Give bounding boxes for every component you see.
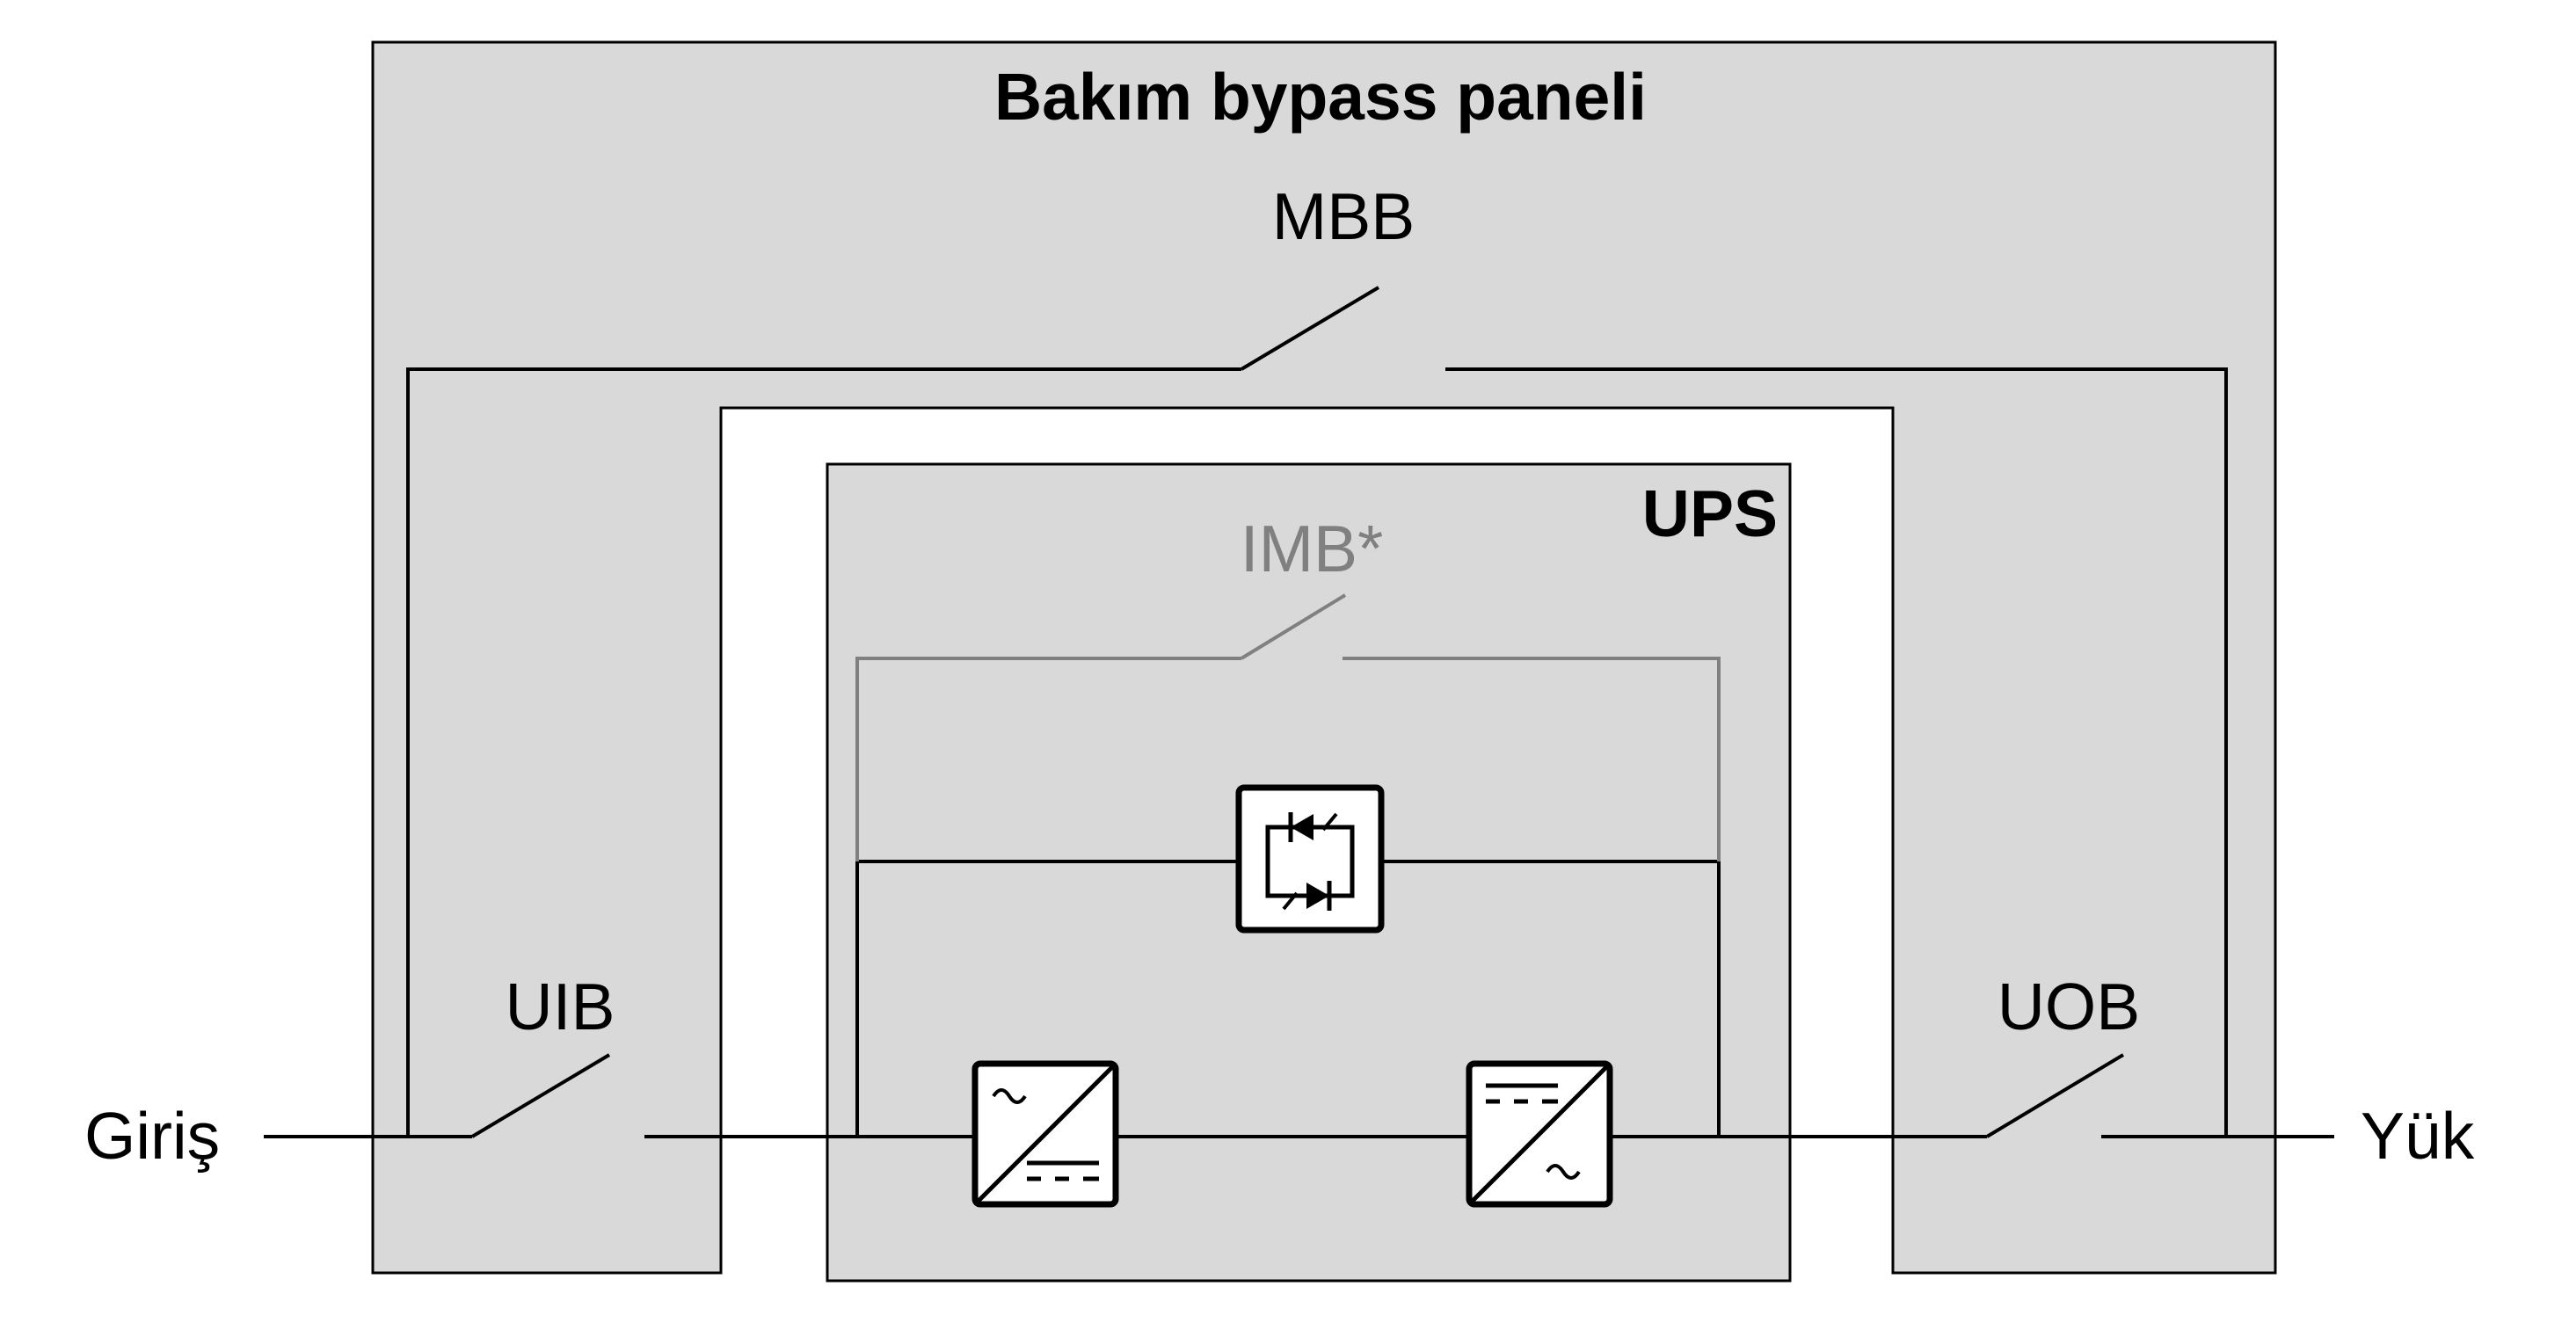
input-label: Giriş <box>84 1099 220 1173</box>
imb-bypass-line <box>855 593 1721 861</box>
inverter-icon <box>1466 1060 1613 1208</box>
rectifier-icon <box>971 1060 1119 1208</box>
uob-label: UOB <box>1997 970 2141 1043</box>
imb-label: IMB* <box>1241 512 1384 585</box>
mbb-label: MBB <box>1272 179 1415 253</box>
load-label: Yük <box>2361 1099 2475 1173</box>
panel-title: Bakım bypass paneli <box>994 60 1647 134</box>
mbb-bypass-line <box>406 286 2228 1137</box>
static-switch-icon <box>1235 784 1385 934</box>
main-power-line <box>264 1053 2334 1138</box>
uib-label: UIB <box>505 970 615 1043</box>
bypass-panel-frame <box>371 40 2277 1275</box>
ups-label: UPS <box>1642 476 1778 550</box>
